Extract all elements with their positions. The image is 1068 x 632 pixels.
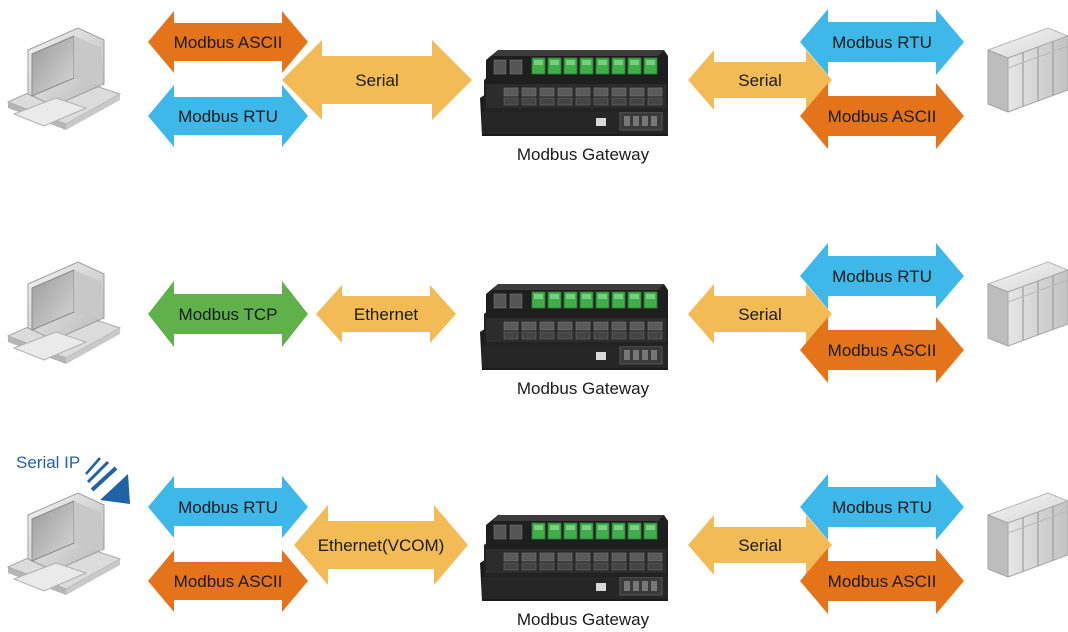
right-protocol-arrow-label: Modbus RTU [832, 498, 932, 517]
left-protocol-arrow-label: Modbus ASCII [174, 33, 283, 52]
gateway-icon [480, 50, 668, 136]
link-arrow-left-shape [316, 285, 456, 343]
left-protocol-arrow-shape [148, 281, 308, 347]
left-protocol-arrow-shape [148, 476, 308, 538]
right-protocol-arrow-shape [800, 317, 964, 383]
link-arrow-right: Serial [688, 284, 832, 344]
left-protocol-arrow-label: Modbus RTU [178, 498, 278, 517]
server-icon [986, 27, 1068, 113]
link-arrow-right-label: Serial [738, 71, 781, 90]
left-protocol-arrow-label: Modbus RTU [178, 107, 278, 126]
left-protocol-arrow-shape [148, 85, 308, 147]
left-protocol-arrow-shape [148, 550, 308, 612]
right-protocol-arrow: Modbus ASCII [800, 83, 964, 149]
pc-icon [6, 492, 122, 595]
right-protocol-arrow-label: Modbus RTU [832, 33, 932, 52]
gateway-label: Modbus Gateway [517, 145, 650, 164]
pc-icon [6, 27, 122, 130]
link-arrow-right-label: Serial [738, 305, 781, 324]
right-protocol-arrow-shape [800, 83, 964, 149]
link-arrow-right-shape [688, 515, 832, 575]
link-arrow-right-shape [688, 50, 832, 110]
link-arrow-left: Ethernet(VCOM) [294, 505, 468, 585]
right-protocol-arrow: Modbus ASCII [800, 548, 964, 614]
link-arrow-right-label: Serial [738, 536, 781, 555]
right-protocol-arrow: Modbus RTU [800, 474, 964, 540]
serial-ip-label: Serial IP [16, 453, 80, 472]
link-arrow-left-label: Ethernet [354, 305, 419, 324]
left-protocol-arrow: Modbus ASCII [148, 550, 308, 612]
left-protocol-arrow-shape [148, 11, 308, 73]
gateway-icon [480, 284, 668, 370]
right-protocol-arrow-label: Modbus ASCII [828, 572, 937, 591]
gateway-icon [480, 515, 668, 601]
gateway-label: Modbus Gateway [517, 379, 650, 398]
link-arrow-right-shape [688, 284, 832, 344]
right-protocol-arrow-shape [800, 474, 964, 540]
gateway-label: Modbus Gateway [517, 610, 650, 629]
server-icon [986, 261, 1068, 347]
right-protocol-arrow-shape [800, 243, 964, 309]
left-protocol-arrow: Modbus RTU [148, 476, 308, 538]
left-protocol-arrow: Modbus TCP [148, 281, 308, 347]
right-protocol-arrow-label: Modbus ASCII [828, 107, 937, 126]
left-protocol-arrow-label: Modbus TCP [179, 305, 278, 324]
left-protocol-arrow: Modbus RTU [148, 85, 308, 147]
right-protocol-arrow-shape [800, 548, 964, 614]
right-protocol-arrow-label: Modbus RTU [832, 267, 932, 286]
wireless-icon [85, 457, 130, 504]
right-protocol-arrow: Modbus ASCII [800, 317, 964, 383]
link-arrow-left: Ethernet [316, 285, 456, 343]
link-arrow-left-shape [282, 40, 472, 120]
pc-icon [6, 261, 122, 364]
link-arrow-left-label: Serial [355, 71, 398, 90]
left-protocol-arrow: Modbus ASCII [148, 11, 308, 73]
right-protocol-arrow: Modbus RTU [800, 9, 964, 75]
link-arrow-left-label: Ethernet(VCOM) [318, 536, 445, 555]
right-protocol-arrow-shape [800, 9, 964, 75]
link-arrow-left-shape [294, 505, 468, 585]
left-protocol-arrow-label: Modbus ASCII [174, 572, 283, 591]
right-protocol-arrow: Modbus RTU [800, 243, 964, 309]
link-arrow-left: Serial [282, 40, 472, 120]
right-protocol-arrow-label: Modbus ASCII [828, 341, 937, 360]
link-arrow-right: Serial [688, 50, 832, 110]
link-arrow-right: Serial [688, 515, 832, 575]
server-icon [986, 492, 1068, 578]
